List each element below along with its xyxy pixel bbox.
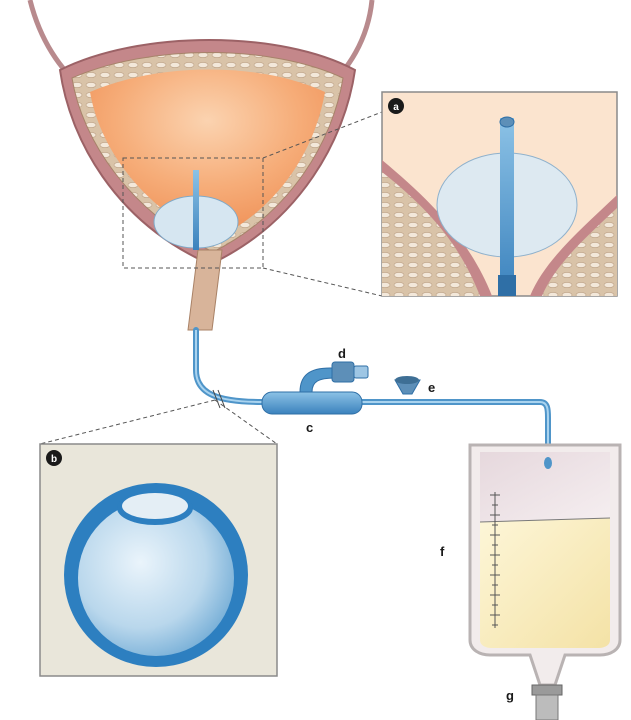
catheter-connector [262,362,368,414]
inset-a [382,92,617,296]
label-b-badge: b [46,450,62,466]
label-a: a [393,102,399,113]
label-b: b [51,454,57,465]
label-d: d [338,346,346,361]
urethra [188,250,222,330]
drainage-bag [470,445,620,685]
inset-b [40,444,277,676]
label-c: c [306,420,313,435]
label-f: f [440,544,445,559]
label-e: e [428,380,435,395]
drain-outlet [532,685,562,720]
catheter-tip [193,170,199,250]
sampling-port [395,376,420,394]
label-g: g [506,688,514,703]
label-a-badge: a [388,98,404,114]
catheter-tube [196,330,548,462]
